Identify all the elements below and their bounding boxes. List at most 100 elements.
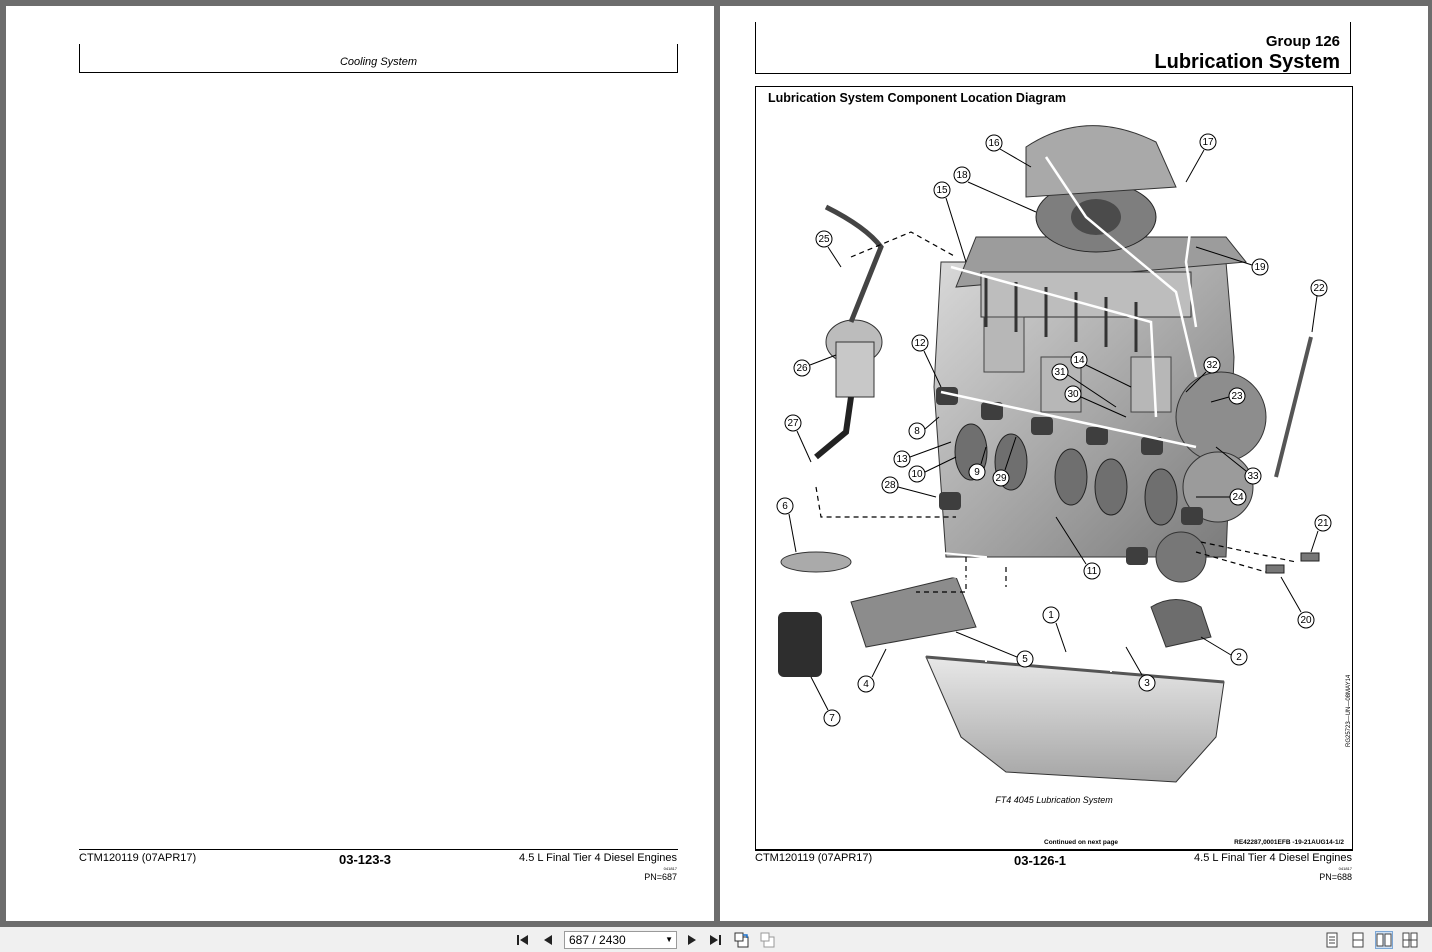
right-page: Group 126 Lubrication System Lubrication… (720, 6, 1428, 921)
chevron-down-icon[interactable]: ▼ (665, 935, 673, 944)
svg-text:21: 21 (1317, 518, 1329, 529)
svg-text:30: 30 (1067, 389, 1079, 400)
svg-text:28: 28 (884, 480, 896, 491)
rotate-right-button[interactable] (759, 931, 777, 949)
next-page-icon (688, 935, 696, 945)
callout-group: 1 2 3 4 5 6 7 8 9 10 11 12 13 14 15 16 1… (776, 133, 1332, 727)
callout-26: 26 (793, 354, 837, 377)
svg-text:8: 8 (914, 426, 920, 437)
svg-text:17: 17 (1202, 137, 1214, 148)
callout-6: 6 (776, 497, 797, 553)
section-header: Cooling System (339, 56, 418, 68)
two-page-continuous-icon (1402, 932, 1418, 948)
callout-29: 29 (992, 436, 1017, 487)
callout-18: 18 (953, 166, 1037, 213)
first-page-icon (517, 935, 528, 945)
svg-text:14: 14 (1073, 355, 1085, 366)
footer-rule (755, 849, 1353, 850)
svg-text:22: 22 (1313, 283, 1325, 294)
diagram-title: Lubrication System Component Location Di… (768, 91, 1066, 105)
callout-4: 4 (857, 648, 887, 693)
footer-pn: PN=688 (1319, 872, 1352, 882)
page-number-field[interactable]: 687 / 2430 ▼ (564, 931, 677, 949)
svg-text:20: 20 (1300, 615, 1312, 626)
svg-text:23: 23 (1231, 391, 1243, 402)
oil-cooler-assembly (778, 204, 1212, 677)
callout-28: 28 (881, 476, 937, 498)
svg-text:2: 2 (1236, 652, 1242, 663)
first-page-button[interactable] (514, 931, 532, 949)
engine-block (933, 125, 1267, 583)
svg-text:15: 15 (936, 185, 948, 196)
callout-24: 24 (1196, 488, 1247, 506)
svg-text:27: 27 (787, 418, 799, 429)
diagram-caption: FT4 4045 Lubrication System (995, 795, 1113, 805)
last-page-button[interactable] (706, 931, 724, 949)
rotate-right-icon (760, 932, 775, 948)
previous-page-button[interactable] (539, 931, 557, 949)
rotate-left-button[interactable] (733, 931, 751, 949)
two-page-continuous-view-button[interactable] (1401, 931, 1419, 949)
svg-text:19: 19 (1254, 262, 1266, 273)
callout-20: 20 (1280, 576, 1315, 629)
svg-text:33: 33 (1247, 471, 1259, 482)
page-number-value: 687 / 2430 (569, 933, 626, 947)
callout-9: 9 (968, 446, 987, 481)
svg-text:11: 11 (1087, 566, 1098, 577)
two-page-icon (1376, 933, 1392, 947)
callout-8: 8 (908, 416, 940, 440)
single-page-view-button[interactable] (1323, 931, 1341, 949)
callout-22: 22 (1310, 279, 1328, 333)
callout-14: 14 (1070, 351, 1132, 388)
footer-rule (79, 849, 678, 850)
last-page-icon (710, 935, 721, 945)
group-header: Group 126 Lubrication System (755, 22, 1351, 74)
callout-7: 7 (810, 676, 841, 727)
callout-27: 27 (784, 414, 812, 463)
engine-lubrication-diagram: 1 2 3 4 5 6 7 8 9 10 11 12 13 14 15 16 1… (776, 125, 1332, 783)
footer-pn: PN=687 (644, 872, 677, 882)
callout-17: 17 (1185, 133, 1217, 183)
callout-30: 30 (1064, 385, 1127, 418)
footer-manual-code: CTM120119 (07APR17) (79, 852, 197, 864)
callout-1: 1 (1042, 606, 1067, 653)
sensors (1265, 552, 1320, 574)
svg-text:9: 9 (974, 467, 980, 478)
continuous-view-button[interactable] (1349, 931, 1367, 949)
single-page-icon (1326, 932, 1338, 948)
next-page-button[interactable] (683, 931, 701, 949)
callout-23: 23 (1210, 387, 1246, 405)
figure-vertical-code: RG25723—UN—08MAY14 (1346, 674, 1352, 747)
svg-text:24: 24 (1232, 492, 1244, 503)
svg-text:32: 32 (1206, 360, 1218, 371)
svg-text:1: 1 (1048, 610, 1054, 621)
callout-15: 15 (933, 181, 967, 263)
continuous-icon (1352, 932, 1364, 948)
footer-page-number: 03-126-1 (1014, 853, 1067, 868)
callout-16: 16 (985, 134, 1032, 168)
callout-13: 13 (893, 441, 952, 468)
svg-text:3: 3 (1144, 678, 1150, 689)
left-page-header: Cooling System (79, 44, 678, 73)
svg-text:10: 10 (911, 469, 923, 480)
callout-3: 3 (1125, 646, 1156, 692)
callout-31: 31 (1051, 363, 1117, 408)
svg-text:25: 25 (818, 234, 830, 245)
svg-text:7: 7 (829, 713, 835, 724)
footer-engine-title: 4.5 L Final Tier 4 Diesel Engines (519, 852, 677, 864)
svg-text:6: 6 (782, 501, 788, 512)
callout-25: 25 (815, 230, 842, 268)
svg-text:16: 16 (988, 138, 1000, 149)
svg-text:26: 26 (796, 363, 808, 374)
callout-5: 5 (955, 631, 1034, 668)
callout-10: 10 (908, 456, 957, 483)
diagram-frame: Lubrication System Component Location Di… (755, 86, 1353, 851)
callout-32: 32 (1185, 356, 1221, 393)
callout-33: 33 (1215, 446, 1262, 485)
oil-flow-paths (815, 231, 1297, 593)
two-page-view-button[interactable] (1375, 931, 1393, 949)
previous-page-icon (544, 935, 552, 945)
footer-date-code: 041817 (663, 866, 677, 871)
oil-pan (925, 655, 1225, 783)
svg-text:12: 12 (914, 338, 926, 349)
